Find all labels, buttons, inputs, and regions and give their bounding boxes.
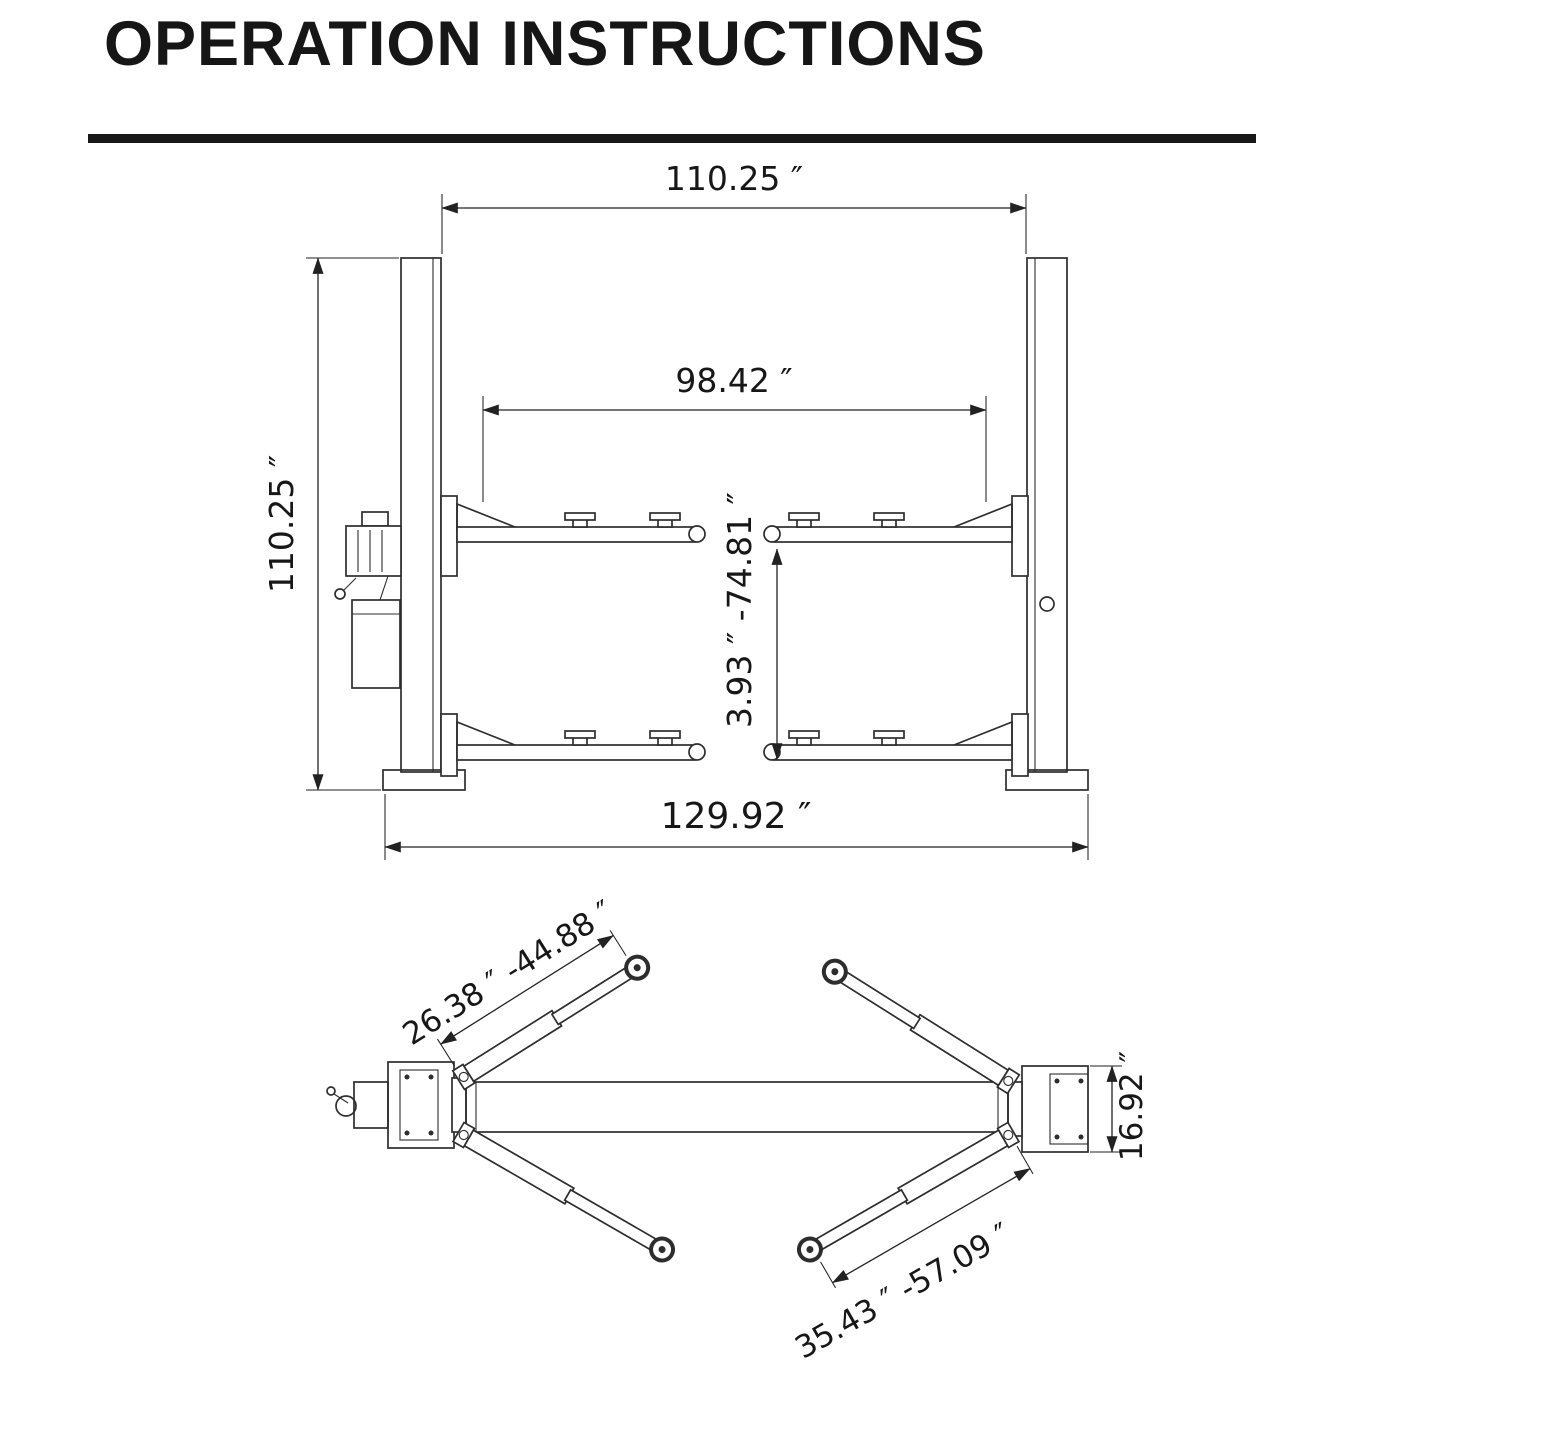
- dim-inner-width: 98.42 ″: [482, 361, 987, 502]
- lift-pad: [788, 730, 820, 739]
- power-unit: [334, 511, 402, 689]
- dim-post-depth: 16.92 ″: [1090, 1051, 1150, 1161]
- dim-front-arm-reach-label: 26.38 ″ -44.88 ″: [397, 894, 620, 1053]
- dim-pad-height-range: 3.93 ″ -74.81 ″: [720, 492, 783, 760]
- lift-pad: [649, 512, 681, 521]
- dim-top-width-label: 110.25 ″: [665, 159, 803, 198]
- left-post-plan: [326, 1061, 467, 1149]
- arm-plan-rear-left: [451, 1121, 676, 1263]
- page-title: OPERATION INSTRUCTIONS: [104, 9, 986, 79]
- arm-front-lower-left: [440, 713, 706, 777]
- control-box: [351, 599, 401, 689]
- front-view-drawing: 110.25 ″ 98.42 ″ 110.25 ″ 3.93 ″ -74.81 …: [262, 159, 1089, 860]
- arm-front-upper-right: [763, 495, 1029, 577]
- left-baseplate: [382, 769, 466, 791]
- arm-front-lower-right: [763, 713, 1029, 777]
- dim-rear-arm-reach: [820, 1145, 1034, 1289]
- arm-front-upper-left: [440, 495, 706, 577]
- title-underline-rule: [88, 134, 1256, 143]
- dim-post-depth-label: 16.92 ″: [1114, 1051, 1150, 1161]
- motor-body: [345, 525, 402, 577]
- right-baseplate: [1005, 769, 1089, 791]
- dim-pad-height-label: 3.93 ″ -74.81 ″: [720, 492, 759, 728]
- dim-height: 110.25 ″: [262, 257, 399, 791]
- lift-pad: [564, 512, 596, 521]
- post-hole: [1039, 596, 1055, 612]
- arm-plan-rear-right: [796, 1121, 1034, 1289]
- dim-height-label: 110.25 ″: [262, 455, 301, 593]
- dim-top-width: 110.25 ″: [441, 159, 1027, 254]
- dim-inner-width-label: 98.42 ″: [675, 361, 792, 400]
- release-handle: [334, 588, 346, 600]
- floor-plate: [465, 1081, 1009, 1133]
- dim-base-width: 129.92 ″: [384, 794, 1089, 860]
- lift-pad: [564, 730, 596, 739]
- right-post-plan: [1007, 1065, 1089, 1153]
- lift-pad: [649, 730, 681, 739]
- lift-pad: [873, 730, 905, 739]
- dim-base-width-label: 129.92 ″: [661, 796, 812, 837]
- arm-plan-front-right: [821, 958, 1021, 1095]
- motor-cap: [361, 511, 389, 527]
- power-unit-plan: [326, 1081, 389, 1129]
- lift-pad: [788, 512, 820, 521]
- lift-pad: [873, 512, 905, 521]
- plan-view-drawing: 26.38 ″ -44.88 ″: [326, 894, 1150, 1366]
